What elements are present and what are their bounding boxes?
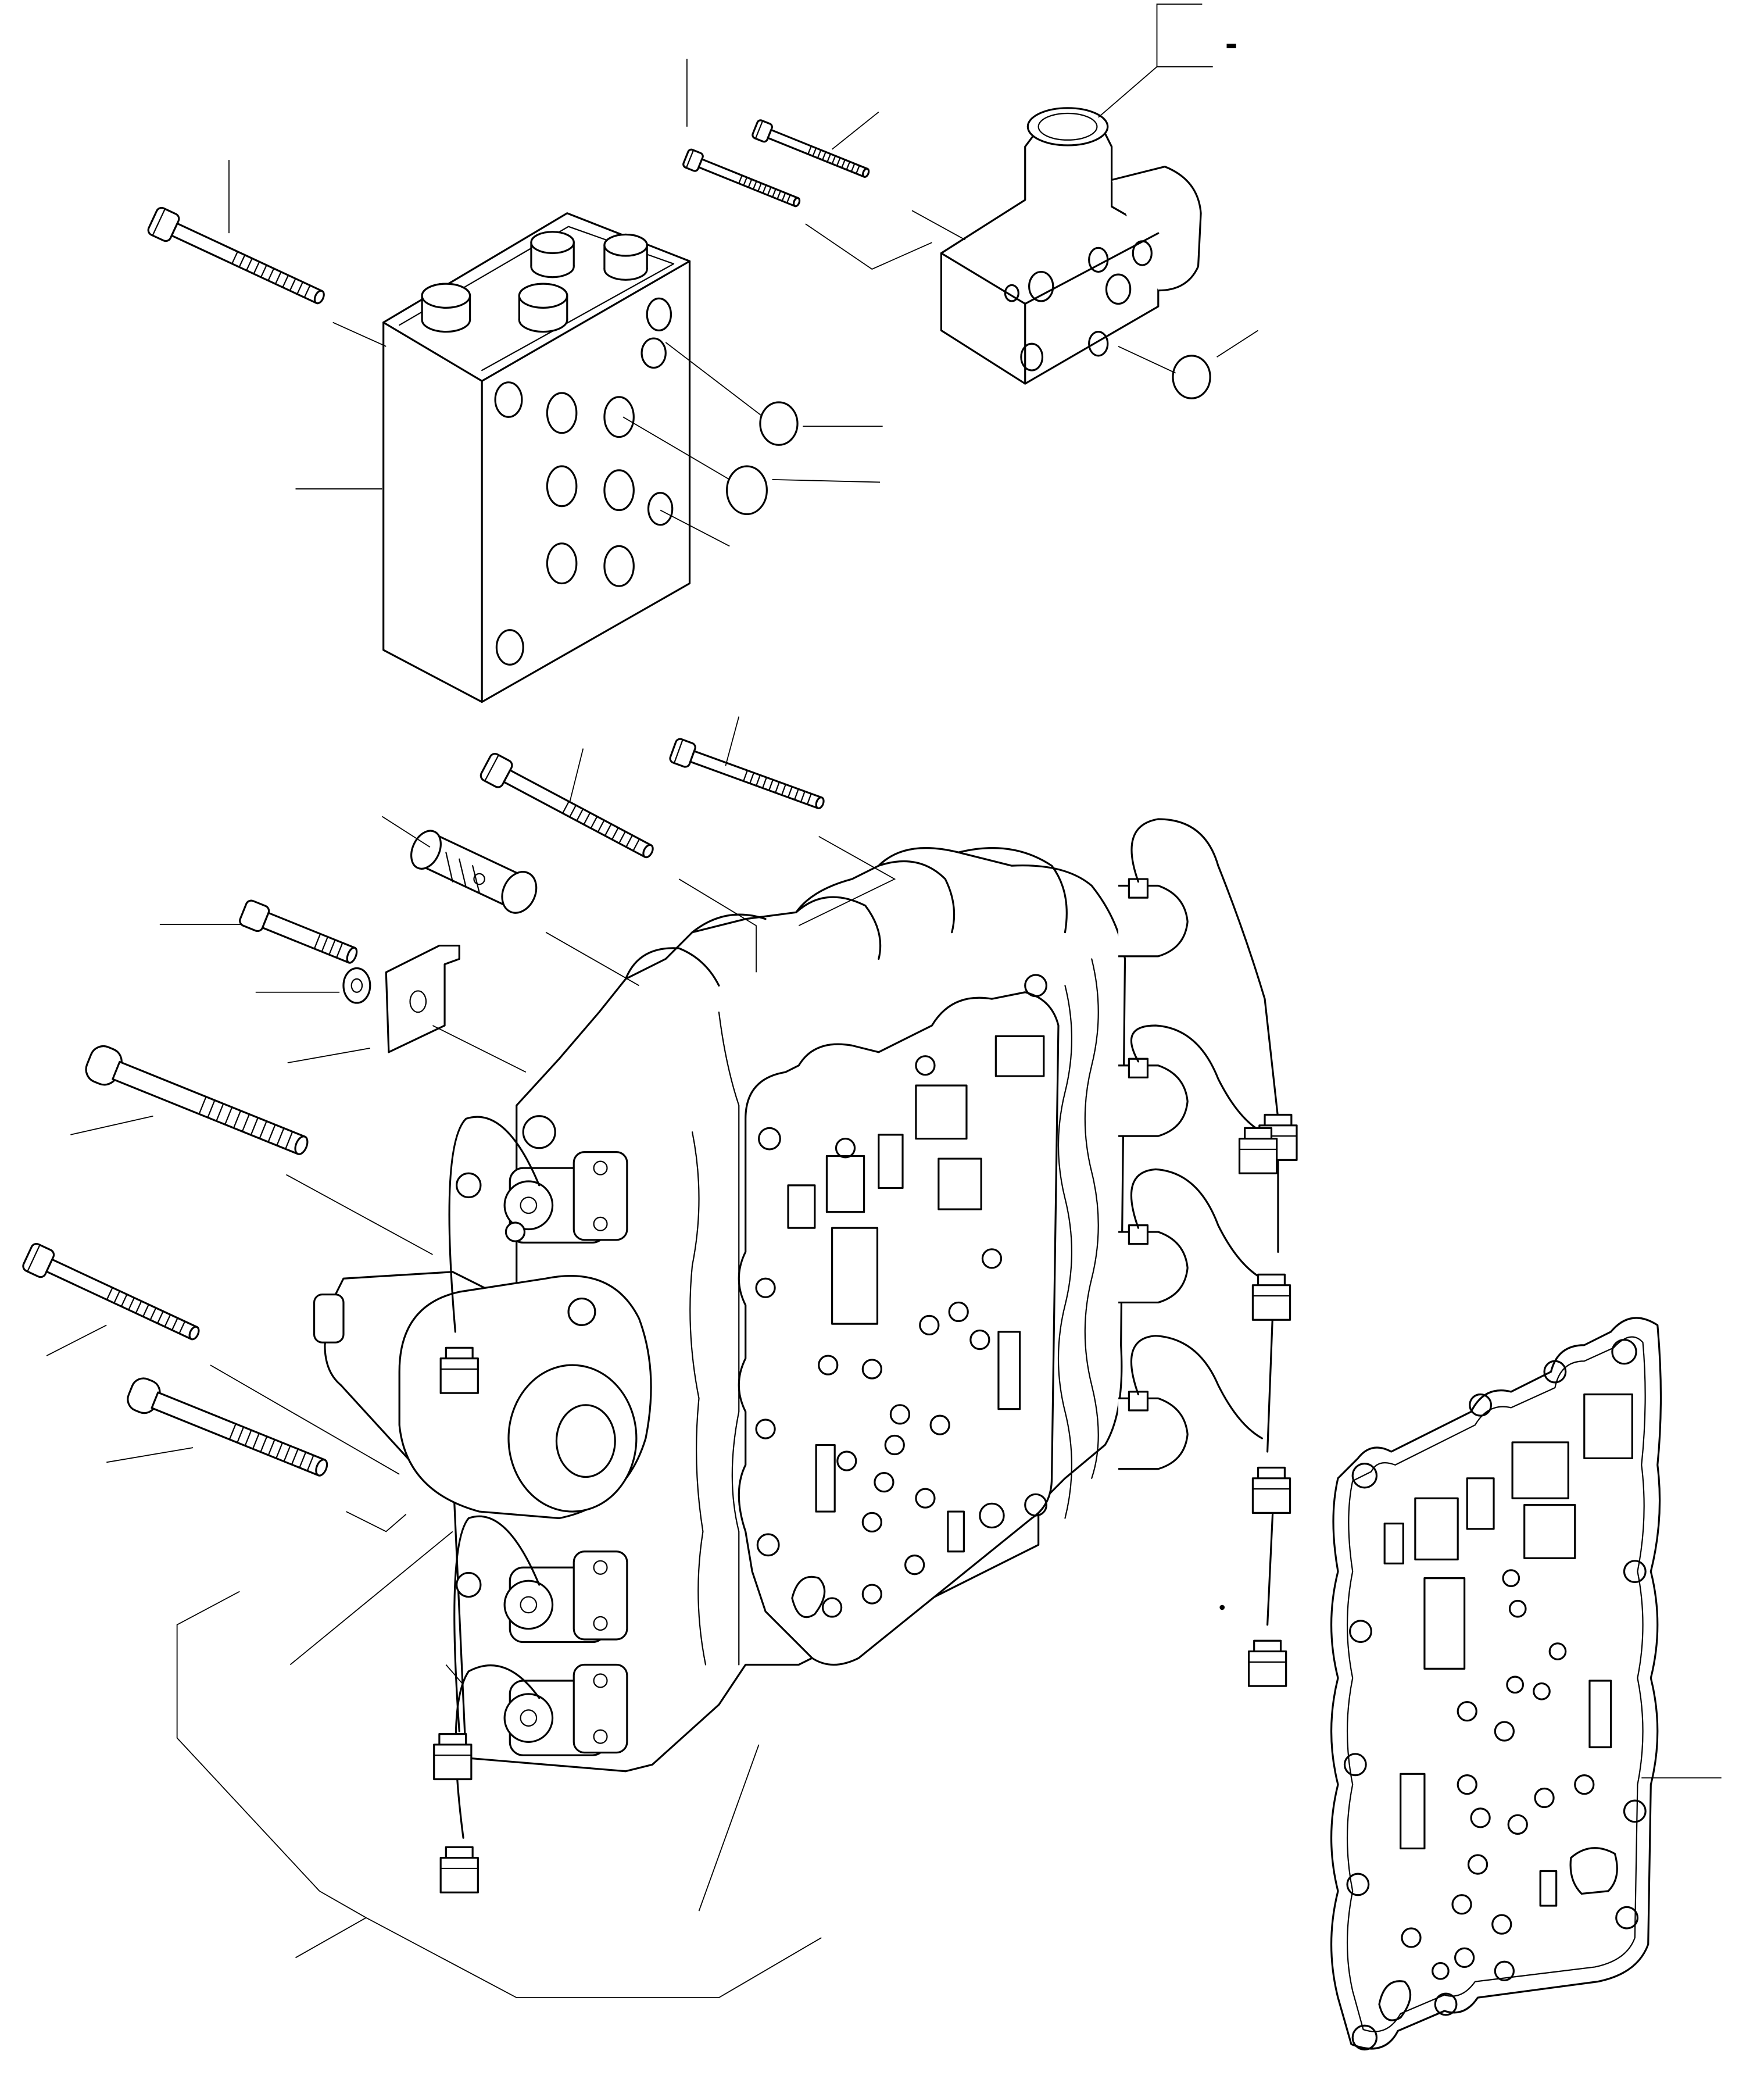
connector	[1240, 1128, 1277, 1173]
bracket	[386, 946, 459, 1052]
bolt	[146, 206, 329, 312]
valve-block-upper	[384, 213, 690, 702]
washer	[344, 969, 370, 1003]
gasket-plate	[1332, 1318, 1661, 2050]
cap-screw	[82, 1042, 313, 1164]
front-solenoids	[314, 1272, 652, 1519]
wiring-harness-right	[1131, 819, 1278, 1625]
connector	[441, 1847, 478, 1892]
leader-lines	[46, 4, 1722, 1998]
main-valve-body	[453, 848, 1125, 1771]
bolt	[669, 738, 828, 816]
connector	[1249, 1641, 1286, 1686]
o-rings-upper	[727, 356, 1210, 515]
bolt	[22, 1242, 204, 1348]
bolt	[238, 899, 360, 969]
plug-fitting	[406, 826, 543, 919]
bolt	[479, 752, 659, 866]
bolt	[682, 148, 803, 212]
valve-fitting-upper	[941, 108, 1201, 384]
reference-label-top-right: -	[1225, 22, 1238, 64]
cap-screw	[124, 1375, 332, 1485]
side-solenoids	[1118, 879, 1187, 1469]
bolt-head-nuts	[457, 1116, 595, 1597]
connector	[1253, 1274, 1290, 1320]
connector	[1253, 1467, 1290, 1513]
connector	[441, 1348, 478, 1393]
bolt	[752, 119, 872, 183]
connector	[434, 1734, 471, 1780]
